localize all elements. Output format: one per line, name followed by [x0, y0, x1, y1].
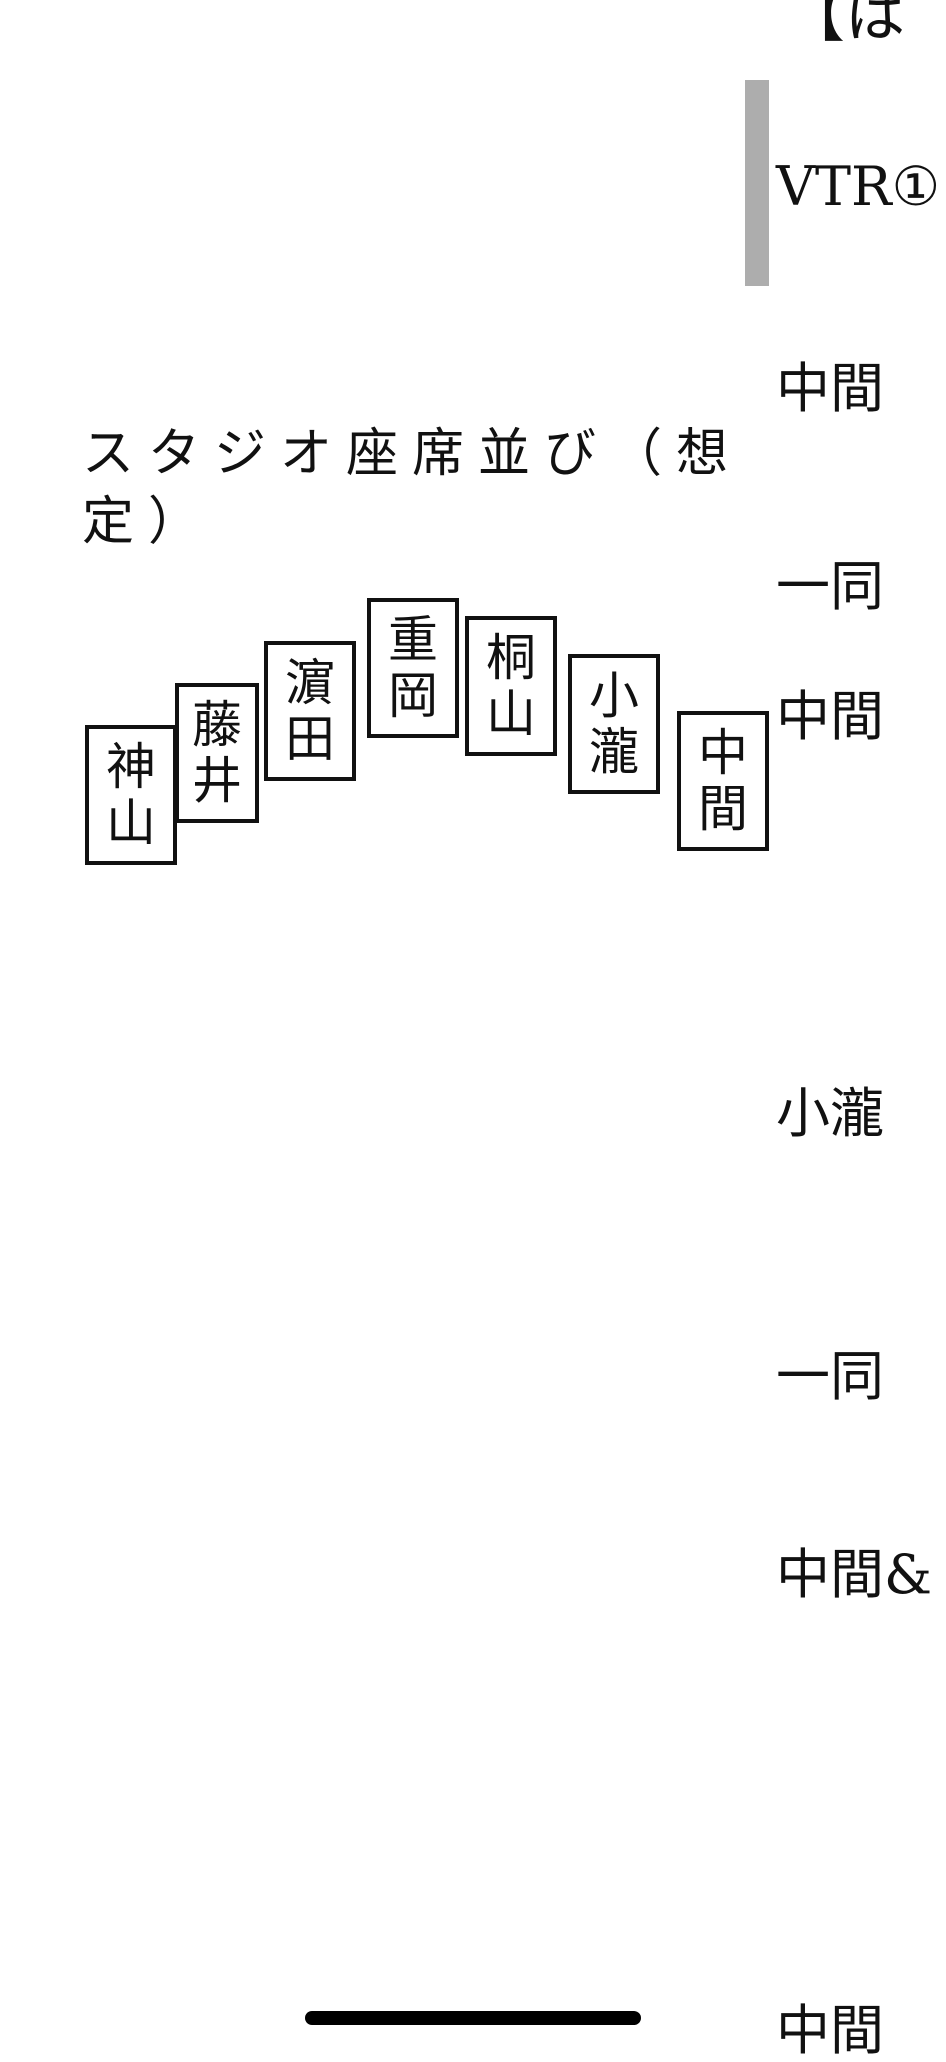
- speaker-label-vtr: VTR①: [776, 155, 941, 218]
- seat-char: 間: [698, 780, 748, 838]
- scroll-indicator-bar[interactable]: [745, 80, 769, 286]
- seat-nakama: 中 間: [677, 711, 769, 851]
- seat-shigeoka: 重 岡: [367, 598, 459, 738]
- seat-char: 田: [285, 710, 335, 768]
- speaker-label-kotaki: 小瀧: [776, 1082, 884, 1145]
- seat-char: 濵: [285, 654, 335, 712]
- seat-char: 藤: [192, 696, 242, 754]
- section-heading: 【は: [785, 0, 905, 51]
- speaker-label-ichido-2: 一同: [776, 1345, 884, 1408]
- speaker-label-nakama-1: 中間: [776, 357, 884, 420]
- speaker-label-nakama-3: 中間: [776, 1999, 884, 2062]
- seat-char: 瀧: [589, 723, 639, 781]
- seat-kiriyama: 桐 山: [465, 616, 557, 756]
- seat-kotaki: 小 瀧: [568, 654, 660, 794]
- seat-kamiyama: 神 山: [85, 725, 177, 865]
- seating-title: スタジオ座席並び（想定）: [82, 424, 743, 552]
- speaker-label-nakama-2: 中間: [776, 685, 884, 748]
- seat-char: 神: [106, 738, 156, 796]
- seat-hamada: 濵 田: [264, 641, 356, 781]
- seat-fujii: 藤 井: [175, 683, 259, 823]
- seat-char: 井: [192, 752, 242, 810]
- speaker-label-nakama-and: 中間&: [776, 1543, 933, 1606]
- seat-char: 小: [589, 667, 639, 725]
- seat-char: 中: [698, 724, 748, 782]
- seat-char: 山: [486, 685, 536, 743]
- seat-char: 山: [106, 794, 156, 852]
- speaker-label-ichido-1: 一同: [776, 555, 884, 618]
- seat-char: 重: [388, 611, 438, 669]
- seat-char: 岡: [388, 667, 438, 725]
- seat-char: 桐: [486, 629, 536, 687]
- home-indicator[interactable]: [305, 2011, 641, 2025]
